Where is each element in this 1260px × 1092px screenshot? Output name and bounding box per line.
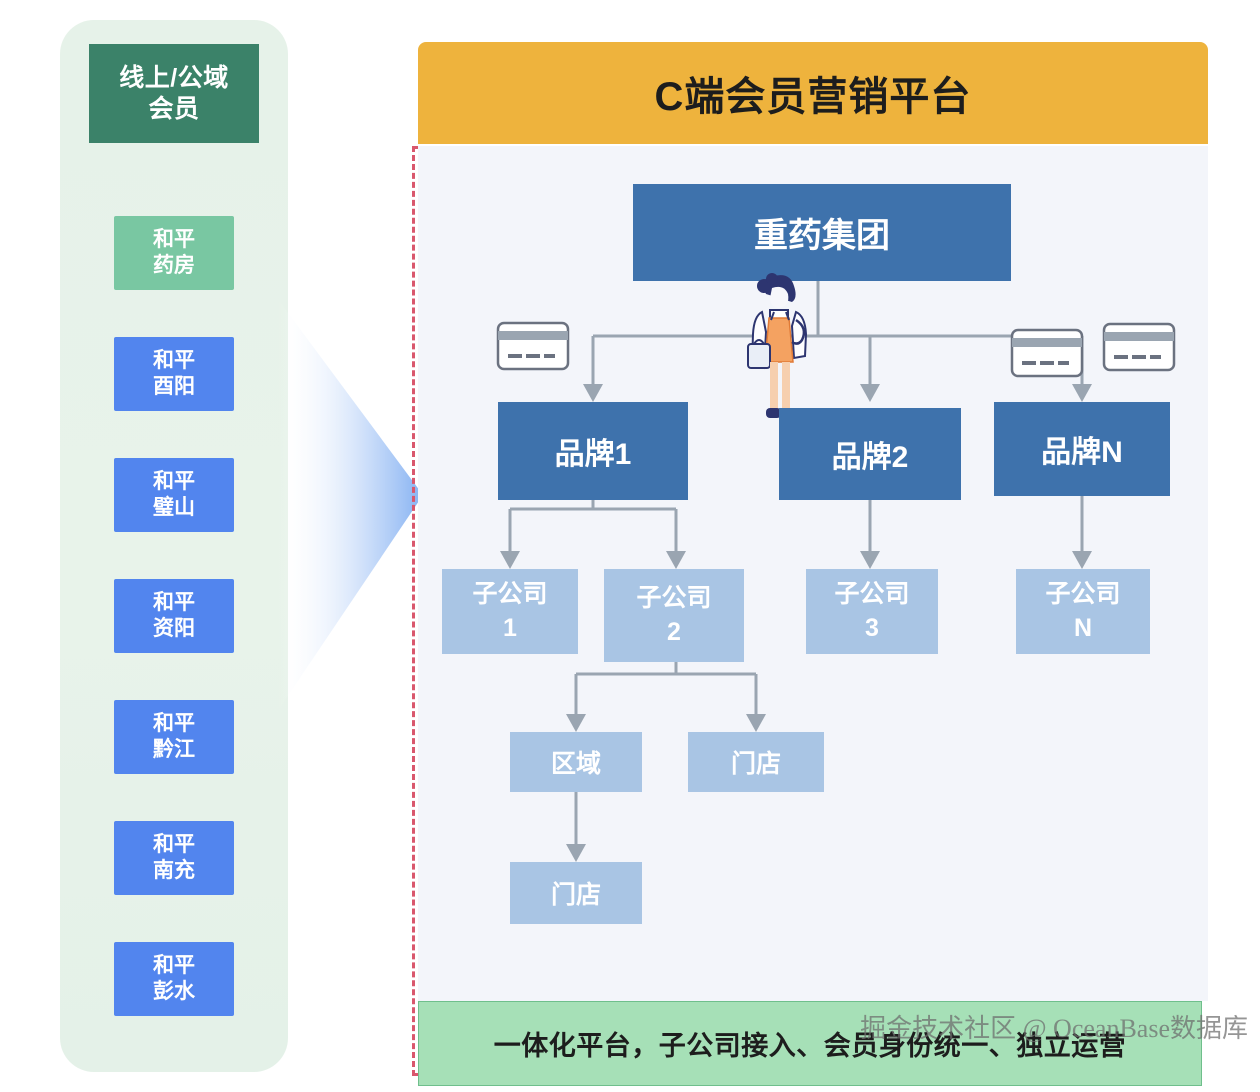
membership-card-icon <box>1102 322 1176 372</box>
sidebar-item-heping-youyang[interactable]: 和平 酉阳 <box>114 337 234 411</box>
sidebar-item-label-line2: 彭水 <box>153 980 195 1003</box>
sidebar-item-label-line2: 酉阳 <box>153 375 195 398</box>
sidebar-header: 线上/公域 会员 <box>89 44 259 143</box>
sidebar-item-label-line1: 和平 <box>153 590 195 614</box>
c-end-member-marketing-platform-panel: C端会员营销平台 <box>412 42 1208 1086</box>
org-node-subsidiary-1-line1: 子公司 <box>472 579 548 608</box>
funnel-arrow-icon <box>277 298 423 712</box>
org-node-subsidiary-n[interactable]: 子公司 N <box>1016 569 1150 654</box>
org-node-store-label: 门店 <box>730 750 781 778</box>
org-node-subsidiary-3-line2: 3 <box>865 613 879 642</box>
sidebar-item-heping-qianjiang[interactable]: 和平 黔江 <box>114 700 234 774</box>
sidebar-item-label-line1: 和平 <box>153 348 195 372</box>
sidebar-item-label-line2: 资阳 <box>153 617 195 640</box>
org-node-store-under-region[interactable]: 门店 <box>510 862 642 924</box>
org-node-region[interactable]: 区域 <box>510 732 642 792</box>
footer-note-text: 一体化平台，子公司接入、会员身份统一、独立运营 <box>493 1031 1127 1061</box>
org-node-brand-1-label: 品牌1 <box>554 438 632 471</box>
org-node-subsidiary-1[interactable]: 子公司 1 <box>442 569 578 654</box>
org-node-region-label: 区域 <box>550 750 601 778</box>
online-channel-sidebar: 线上/公域 会员 和平 药房 和平 酉阳 和平 璧山 和平 资阳 和平 黔江 <box>60 20 288 1072</box>
org-node-brand-2-label: 品牌2 <box>831 441 909 474</box>
sidebar-item-label-line1: 和平 <box>153 711 195 735</box>
org-node-brand-1[interactable]: 品牌1 <box>498 402 688 500</box>
watermark: 掘金技术社区 @ OceanBase数据库 <box>860 1014 1248 1043</box>
sidebar-item-label-line1: 和平 <box>153 227 195 251</box>
sidebar-item-label-line1: 和平 <box>153 953 195 977</box>
sidebar-item-list: 和平 药房 和平 酉阳 和平 璧山 和平 资阳 和平 黔江 和平 南充 <box>60 216 288 1063</box>
org-chart-canvas: 重药集团 <box>418 146 1208 1001</box>
org-node-store-under-subsidiary[interactable]: 门店 <box>688 732 824 792</box>
org-node-brand-2[interactable]: 品牌2 <box>779 408 961 500</box>
org-node-brand-n[interactable]: 品牌N <box>994 402 1170 496</box>
org-node-subsidiary-2-line2: 2 <box>667 617 681 646</box>
sidebar-item-label-line1: 和平 <box>153 832 195 856</box>
sidebar-header-line-2: 会员 <box>148 94 200 123</box>
org-node-subsidiary-n-line2: N <box>1073 613 1093 642</box>
membership-card-icon <box>1010 328 1084 378</box>
sidebar-item-heping-bishan[interactable]: 和平 璧山 <box>114 458 234 532</box>
sidebar-item-heping-pengshui[interactable]: 和平 彭水 <box>114 942 234 1016</box>
org-node-subsidiary-2[interactable]: 子公司 2 <box>604 569 744 662</box>
sidebar-item-heping-nanchong[interactable]: 和平 南充 <box>114 821 234 895</box>
sidebar-item-label-line2: 黔江 <box>153 738 195 761</box>
footer-note-banner: 一体化平台，子公司接入、会员身份统一、独立运营 <box>418 1001 1202 1086</box>
sidebar-item-label-line1: 和平 <box>153 469 195 493</box>
org-node-subsidiary-3[interactable]: 子公司 3 <box>806 569 938 654</box>
sidebar-header-line-1: 线上/公域 <box>119 64 229 92</box>
org-node-subsidiary-n-line1: 子公司 <box>1045 579 1121 608</box>
org-node-brand-n-label: 品牌N <box>1041 436 1123 469</box>
pharmacist-illustration-icon <box>747 273 808 418</box>
sidebar-item-heping-yaofang[interactable]: 和平 药房 <box>114 216 234 290</box>
org-node-subsidiary-2-line1: 子公司 <box>636 583 712 612</box>
org-node-root[interactable]: 重药集团 <box>633 184 1011 281</box>
org-node-subsidiary-3-line1: 子公司 <box>834 579 910 608</box>
sidebar-item-label-line2: 药房 <box>153 254 195 277</box>
org-node-root-label: 重药集团 <box>754 217 890 255</box>
sidebar-item-heping-ziyang[interactable]: 和平 资阳 <box>114 579 234 653</box>
org-node-store-label: 门店 <box>550 881 601 909</box>
membership-card-icon <box>496 321 570 371</box>
sidebar-item-label-line2: 南充 <box>153 859 195 882</box>
page-title: C端会员营销平台 <box>418 42 1208 144</box>
sidebar-item-label-line2: 璧山 <box>153 496 195 519</box>
org-node-subsidiary-1-line2: 1 <box>503 613 517 642</box>
